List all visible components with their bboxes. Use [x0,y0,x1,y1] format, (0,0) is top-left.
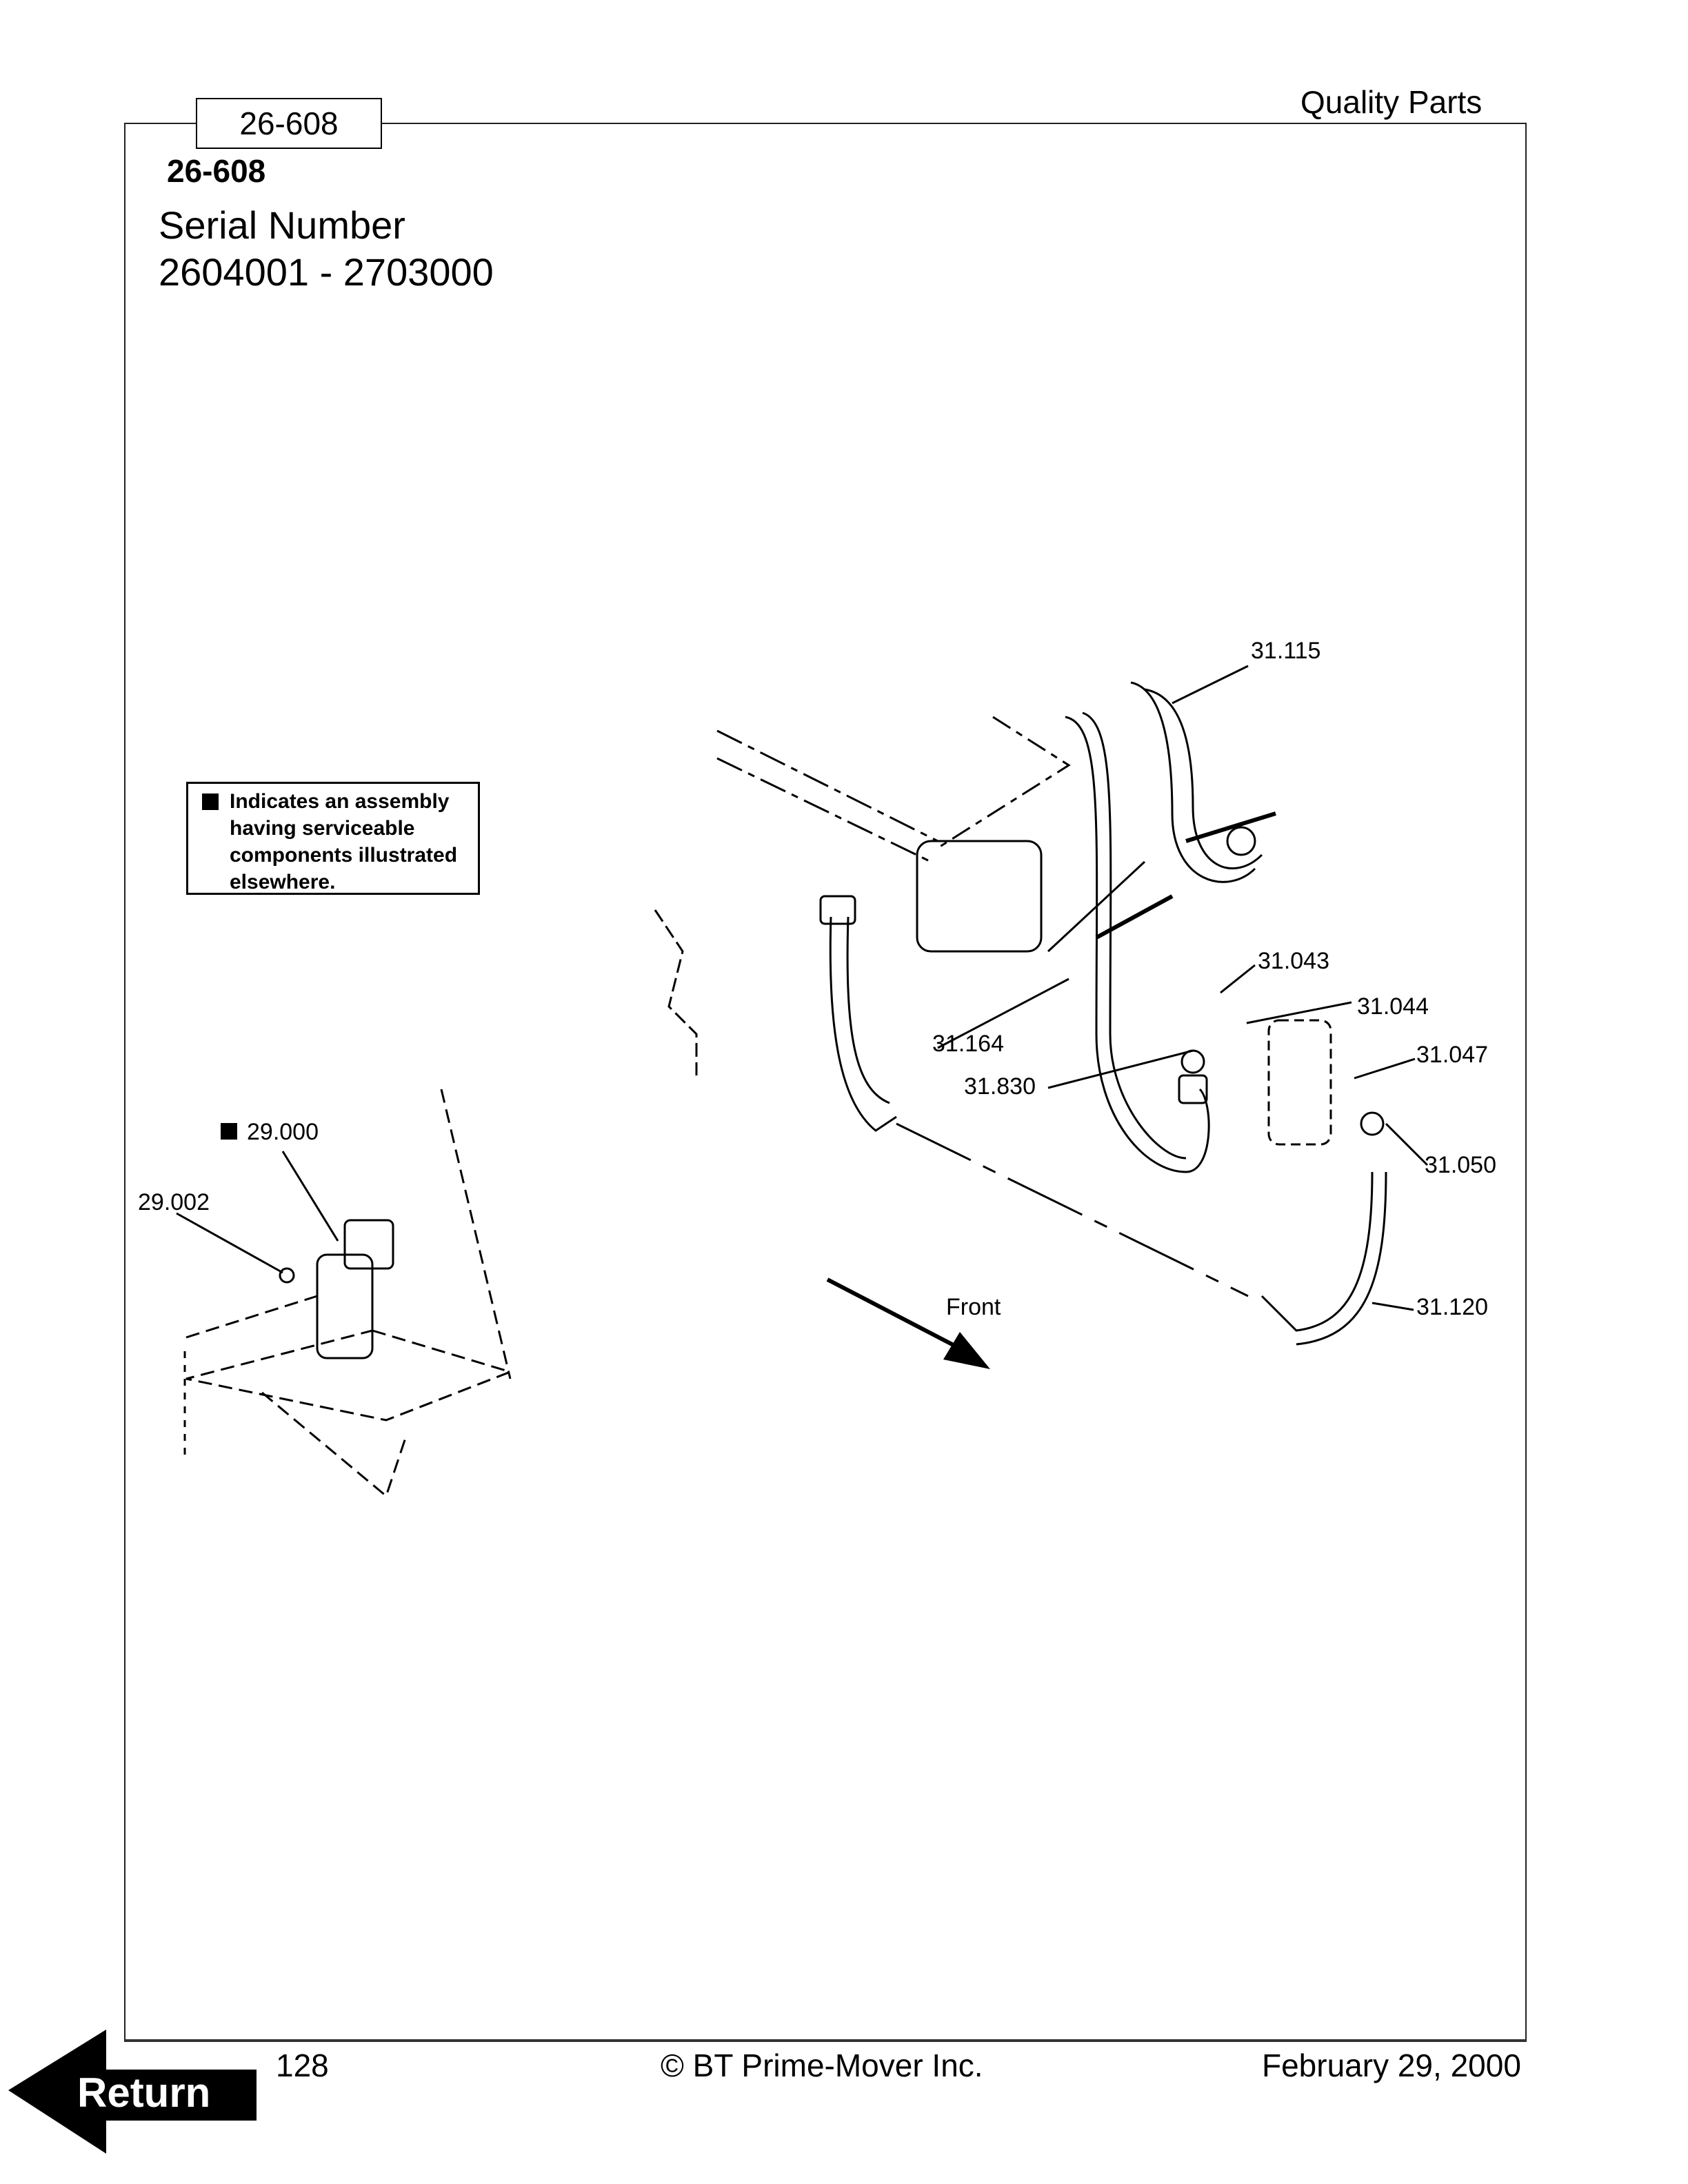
page-frame [124,123,1527,2042]
assembly-square-icon [221,1123,237,1140]
return-arrow-icon [8,2030,257,2154]
callout-31-120: 31.120 [1416,1294,1488,1320]
brand-header: Quality Parts [1300,84,1483,120]
page-number: 128 [276,2048,329,2083]
section-tab: 26-608 [196,98,382,149]
legend-line: Indicates an assembly [230,790,450,813]
callout-31-115: 31.115 [1251,638,1321,664]
serial-label: Serial Number [159,203,405,247]
assembly-square-icon [202,793,219,810]
return-label: Return [77,2070,211,2116]
return-button[interactable]: Return [8,2030,257,2154]
copyright: © BT Prime-Mover Inc. [661,2048,983,2083]
callout-31-043: 31.043 [1258,948,1329,974]
callout-29-000-label: 29.000 [247,1119,319,1145]
callout-31-050: 31.050 [1425,1152,1496,1178]
legend-line: components illustrated [230,844,458,867]
callout-29-002: 29.002 [138,1189,210,1215]
legend-line: elsewhere. [230,871,336,893]
serial-range: 2604001 - 2703000 [159,250,494,294]
callout-31-830: 31.830 [964,1073,1036,1100]
callout-31-047: 31.047 [1416,1042,1488,1068]
callout-31-164: 31.164 [932,1031,1004,1057]
legend-line: having serviceable [230,817,415,840]
section-id: 26-608 [167,153,266,189]
front-label: Front [946,1294,1001,1320]
footer-date: February 29, 2000 [1262,2048,1521,2083]
callout-31-044: 31.044 [1357,993,1429,1020]
callout-29-000: 29.000 [221,1118,319,1146]
legend-box: Indicates an assembly having serviceable… [186,782,480,895]
